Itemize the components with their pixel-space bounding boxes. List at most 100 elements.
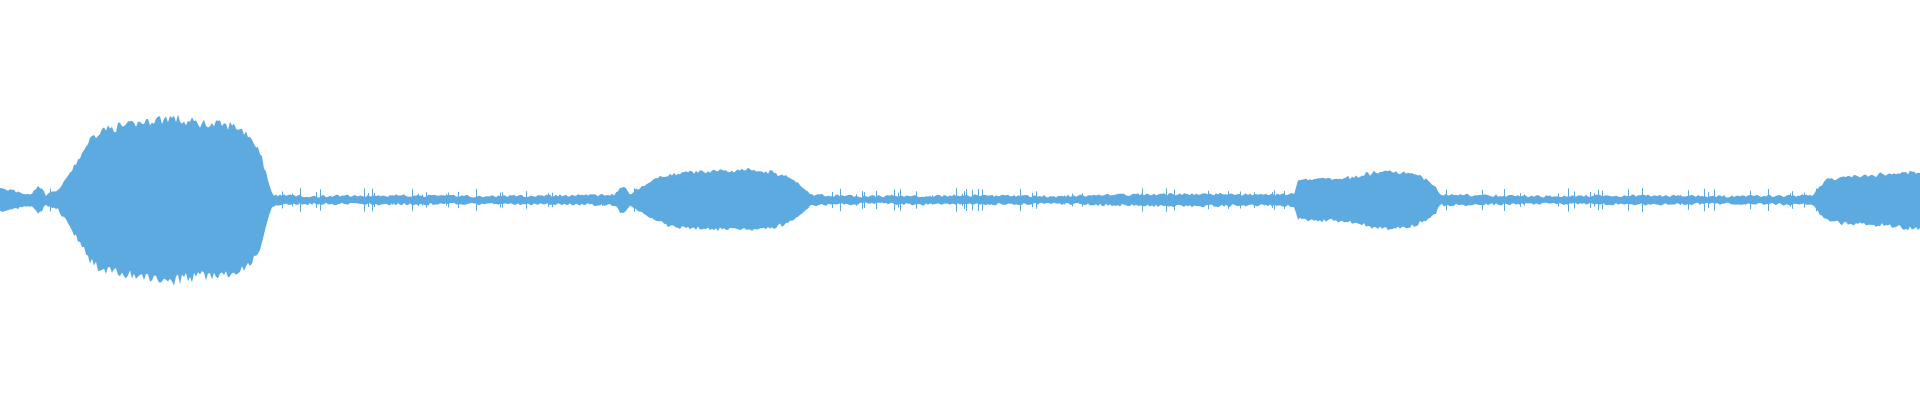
waveform-sample-bar <box>476 188 477 212</box>
waveform-sample-bar <box>300 188 301 212</box>
waveform-sample-bar <box>612 194 613 206</box>
waveform-sample-bar <box>402 195 403 205</box>
waveform-sample-bar <box>606 195 607 205</box>
waveform-sample-bar <box>602 194 603 206</box>
waveform-sample-bar <box>1174 189 1175 211</box>
waveform-sample-bar <box>1036 191 1037 209</box>
waveform-sample-bar <box>966 189 967 211</box>
waveform-sample-bar <box>526 191 527 209</box>
waveform-sample-bar <box>1520 193 1521 207</box>
waveform-sample-bar <box>840 188 841 212</box>
waveform-sample-bar <box>458 191 459 209</box>
waveform-sample-bar <box>1240 191 1241 209</box>
waveform-sample-bar <box>1148 194 1149 206</box>
waveform-sample-bar <box>1714 189 1715 211</box>
waveform-sample-bar <box>1568 188 1569 212</box>
waveform-sample-bar <box>1284 191 1285 209</box>
waveform-sample-bar <box>972 189 973 211</box>
waveform-sample-bar <box>916 191 917 209</box>
waveform-sample-bar <box>50 188 51 212</box>
waveform-sample-bar <box>320 189 321 211</box>
waveform-sample-bar <box>856 194 857 206</box>
waveform-sample-bar <box>372 188 373 212</box>
waveform-sample-bar <box>448 192 449 208</box>
waveform-sample-bar <box>1804 192 1805 208</box>
waveform-sample-bar <box>1708 192 1709 208</box>
waveform-sample-bar <box>18 193 19 207</box>
waveform-sample-bar <box>368 193 369 207</box>
waveform-sample-bar <box>832 192 833 208</box>
waveform-sample-bar <box>1142 188 1143 212</box>
waveform-sample-bar <box>1750 190 1751 210</box>
waveform-sample-bar <box>1446 189 1447 211</box>
waveform-sample-bar <box>1168 193 1169 207</box>
waveform-sample-bar <box>1768 189 1769 211</box>
waveform-sample-bar <box>1792 191 1793 209</box>
waveform-sample-bar <box>1274 190 1275 210</box>
waveform-sample-bar <box>1276 194 1277 206</box>
waveform-sample-bar <box>634 188 635 212</box>
waveform-sample-bar <box>956 188 957 212</box>
waveform-sample-bar <box>422 194 423 206</box>
waveform-sample-bar <box>418 193 419 207</box>
waveform-sample-bar <box>1208 190 1209 210</box>
waveform-sample-bar <box>446 194 447 206</box>
waveform-sample-bar <box>1020 188 1021 212</box>
waveform-sample-bar <box>1602 190 1603 210</box>
waveform-sample-bar <box>1166 188 1167 212</box>
waveform-sample-bar <box>316 192 317 208</box>
waveform-sample-bar <box>894 189 895 211</box>
waveform-sample-bar <box>1558 193 1559 207</box>
waveform-sample-bar <box>978 188 979 212</box>
waveform-sample-bar <box>1644 195 1645 205</box>
waveform-sample-bar <box>864 192 865 208</box>
waveform-sample-bar <box>982 189 983 211</box>
waveform-sample-bar <box>1064 195 1065 205</box>
waveform-sample-bar <box>1574 191 1575 209</box>
waveform-sample-bar <box>932 195 933 205</box>
waveform-sample-bar <box>1130 195 1131 205</box>
waveform-sample-bar <box>1228 191 1229 209</box>
waveform-sample-bar <box>552 192 553 208</box>
waveform-sample-bar <box>432 195 433 205</box>
waveform-sample-bar <box>394 195 395 205</box>
waveform-sample-bar <box>1254 192 1255 208</box>
waveform-sample-bar <box>1598 189 1599 211</box>
waveform-sample-bar <box>1082 193 1083 207</box>
waveform-sample-bar <box>1198 194 1199 206</box>
waveform-sample-bar <box>1234 195 1235 205</box>
waveform-sample-bar <box>1032 192 1033 208</box>
waveform-sample-bar <box>364 188 365 212</box>
waveform-sample-bar <box>862 191 863 209</box>
waveform-sample-bar <box>1504 189 1505 211</box>
waveform-sample-bar <box>1272 192 1273 208</box>
waveform-sample-bar <box>1756 195 1757 205</box>
waveform-sample-bar <box>1170 193 1171 207</box>
waveform-envelope <box>0 114 1920 286</box>
waveform-sample-bar <box>1816 188 1817 212</box>
waveform-sample-bar <box>898 192 899 208</box>
waveform-sample-bar <box>1590 192 1591 208</box>
waveform-sample-bar <box>374 192 375 208</box>
waveform-sample-bar <box>962 193 963 207</box>
waveform-sample-bar <box>502 192 503 208</box>
waveform-sample-bar <box>1680 195 1681 205</box>
waveform-sample-bar <box>1098 194 1099 206</box>
waveform-sample-bar <box>1524 194 1525 206</box>
waveform-sample-bar <box>1278 195 1279 205</box>
waveform-sample-bar <box>900 189 901 211</box>
waveform-sample-bar <box>876 190 877 210</box>
waveform-sample-bar <box>964 191 965 209</box>
waveform-sample-bar <box>1482 189 1483 211</box>
waveform-sample-bars <box>18 188 1817 212</box>
waveform-sample-bar <box>392 195 393 205</box>
waveform-sample-bar <box>426 192 427 208</box>
waveform-sample-bar <box>292 193 293 207</box>
waveform-sample-bar <box>1072 193 1073 207</box>
waveform-sample-bar <box>412 188 413 212</box>
waveform-sample-bar <box>500 192 501 208</box>
waveform-sample-bar <box>1642 188 1643 212</box>
waveform-sample-bar <box>1704 188 1705 212</box>
